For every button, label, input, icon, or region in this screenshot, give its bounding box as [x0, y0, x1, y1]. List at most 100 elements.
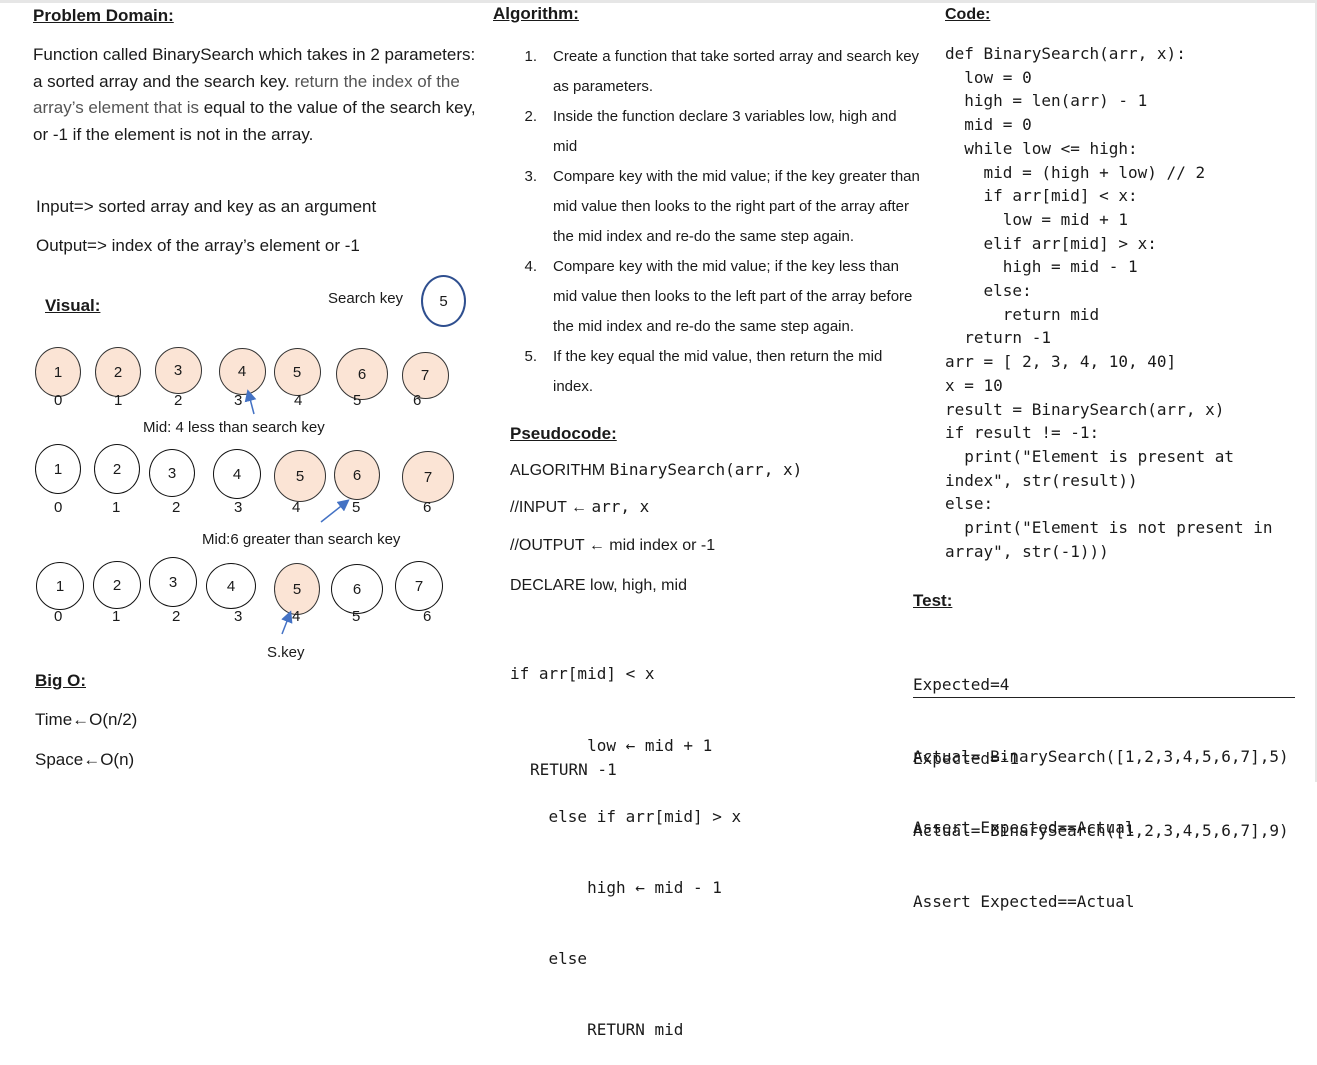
array-element-value: 2 [112, 460, 122, 478]
pseudo-code-block: if arr[mid] < x low ← mid + 1 else if ar… [510, 615, 741, 1065]
test-case-2: Expected=-1 Actual= BinarySearch([1,2,3,… [913, 700, 1289, 937]
array-element-value: 6 [352, 466, 362, 484]
pseudo-input-line: //INPUT ← arr, x [510, 497, 649, 517]
pseudo-code-line: high ← mid - 1 [510, 877, 722, 897]
array-element-value: 7 [423, 468, 433, 486]
algorithm-step-line: mid [553, 138, 578, 155]
algorithm-step-line: the mid index and re-do the same step ag… [553, 318, 855, 335]
algorithm-step-line: Create a function that take sorted array… [553, 48, 920, 65]
code-line: result = BinarySearch(arr, x) [945, 399, 1225, 419]
pseudo-code-line: else [510, 948, 588, 968]
code-line: index", str(result)) [945, 470, 1138, 490]
problem-domain-heading: Problem Domain: [33, 6, 174, 25]
array-index-label: 5 [352, 608, 361, 625]
code-line: arr = [ 2, 3, 4, 10, 40] [945, 352, 1177, 372]
array-element-circle: 7 [402, 451, 454, 503]
array-index-label: 4 [292, 608, 301, 625]
algorithm-step-line: the mid index and re-do the same step ag… [553, 228, 855, 245]
algorithm-step-line: mid value then looks to the left part of… [553, 288, 913, 305]
array-element-circle: 2 [93, 561, 141, 609]
pseudo-declare-line: DECLARE low, high, mid [510, 577, 687, 594]
array-element-value: 1 [53, 460, 63, 478]
algorithm-step-number: 2. [524, 108, 537, 125]
code-line: low = mid + 1 [945, 209, 1129, 229]
array-index-label: 6 [423, 608, 432, 625]
visual-heading: Visual: [45, 296, 101, 315]
algorithm-step-line: Compare key with the mid value; if the k… [553, 168, 920, 185]
array-element-circle: 3 [149, 557, 197, 607]
algorithm-step-line: as parameters. [553, 78, 654, 95]
array-element-circle: 3 [149, 449, 195, 497]
array-index-label: 5 [352, 499, 361, 516]
code-heading: Code: [945, 6, 991, 23]
array-index-label: 6 [423, 499, 432, 516]
array-element-value: 5 [292, 363, 302, 381]
code-line: def BinarySearch(arr, x): [945, 44, 1186, 63]
array-index-label: 0 [54, 392, 63, 409]
array-element-value: 3 [167, 464, 177, 482]
arrow-row2 [320, 499, 350, 523]
row3-caption: S.key [267, 644, 305, 661]
array-element-circle: 6 [331, 564, 383, 614]
array-index-label: 1 [112, 608, 121, 625]
code-line: mid = (high + low) // 2 [945, 162, 1206, 182]
algorithm-step-number: 4. [524, 258, 537, 275]
arrow-row1 [244, 389, 257, 415]
array-element-value: 4 [226, 577, 236, 595]
array-element-value: 2 [113, 363, 123, 381]
code-line: if result != -1: [945, 423, 1100, 443]
array-element-value: 5 [292, 580, 302, 598]
big-o-heading: Big O: [35, 671, 86, 690]
array-element-circle: 1 [35, 444, 81, 494]
array-index-label: 2 [172, 608, 181, 625]
space-complexity: Space←O(n) [35, 750, 135, 769]
pseudo-input-label: //INPUT ← [510, 499, 592, 516]
pseudo-code-line: if arr[mid] < x [510, 664, 655, 684]
test-assert: Assert Expected==Actual [913, 891, 1135, 911]
search-key-circle: 5 [421, 275, 466, 327]
search-key-value: 5 [439, 292, 448, 310]
array-element-circle: 5 [274, 450, 326, 502]
pseudo-return-line: RETURN -1 [530, 760, 617, 779]
array-element-value: 1 [53, 363, 63, 381]
array-element-value: 5 [295, 467, 305, 485]
array-element-circle: 5 [274, 563, 320, 615]
code-line: mid = 0 [945, 115, 1032, 135]
array-index-label: 3 [234, 499, 243, 516]
array-element-value: 6 [352, 580, 362, 598]
code-line: low = 0 [945, 67, 1032, 87]
array-element-circle: 4 [218, 347, 266, 395]
code-line: else: [945, 494, 994, 514]
problem-domain-text-a: Function called BinarySearch which takes… [33, 45, 476, 91]
array-index-label: 6 [413, 392, 422, 409]
code-line: print("Element is present at [945, 446, 1234, 466]
pseudo-code-line: low ← mid + 1 [510, 735, 713, 755]
array-element-circle: 5 [273, 348, 321, 396]
test-heading: Test: [913, 591, 953, 610]
array-element-circle: 4 [206, 563, 256, 609]
array-element-circle: 4 [213, 449, 261, 499]
code-line: else: [945, 281, 1032, 301]
algorithm-heading: Algorithm: [493, 4, 579, 23]
array-element-circle: 7 [401, 351, 449, 399]
pseudo-input-args: arr, x [591, 497, 650, 516]
array-element-circle: 2 [94, 444, 140, 494]
algorithm-step-line: index. [553, 378, 594, 395]
pseudo-code-line: else if arr[mid] > x [510, 806, 742, 826]
test-expected: Expected=4 [913, 675, 1010, 695]
code-line: print("Element is not present in [945, 518, 1273, 538]
array-element-value: 4 [237, 362, 247, 380]
array-index-label: 2 [172, 499, 181, 516]
row1-caption: Mid: 4 less than search key [143, 419, 325, 436]
test-expected: Expected=-1 [913, 749, 1019, 769]
pseudo-algorithm-signature: BinarySearch(arr, x) [609, 460, 803, 479]
time-complexity: Time←O(n/2) [35, 710, 138, 729]
array-element-value: 7 [420, 366, 430, 384]
code-line: if arr[mid] < x: [945, 186, 1138, 206]
array-element-value: 2 [112, 576, 122, 594]
code-block: def BinarySearch(arr, x): low = 0 high =… [945, 42, 1273, 563]
arrows-layer [244, 389, 350, 635]
algorithm-step-line: Inside the function declare 3 variables … [553, 108, 897, 125]
algorithm-step-line: Compare key with the mid value; if the k… [553, 258, 899, 275]
array-index-label: 5 [353, 392, 362, 409]
